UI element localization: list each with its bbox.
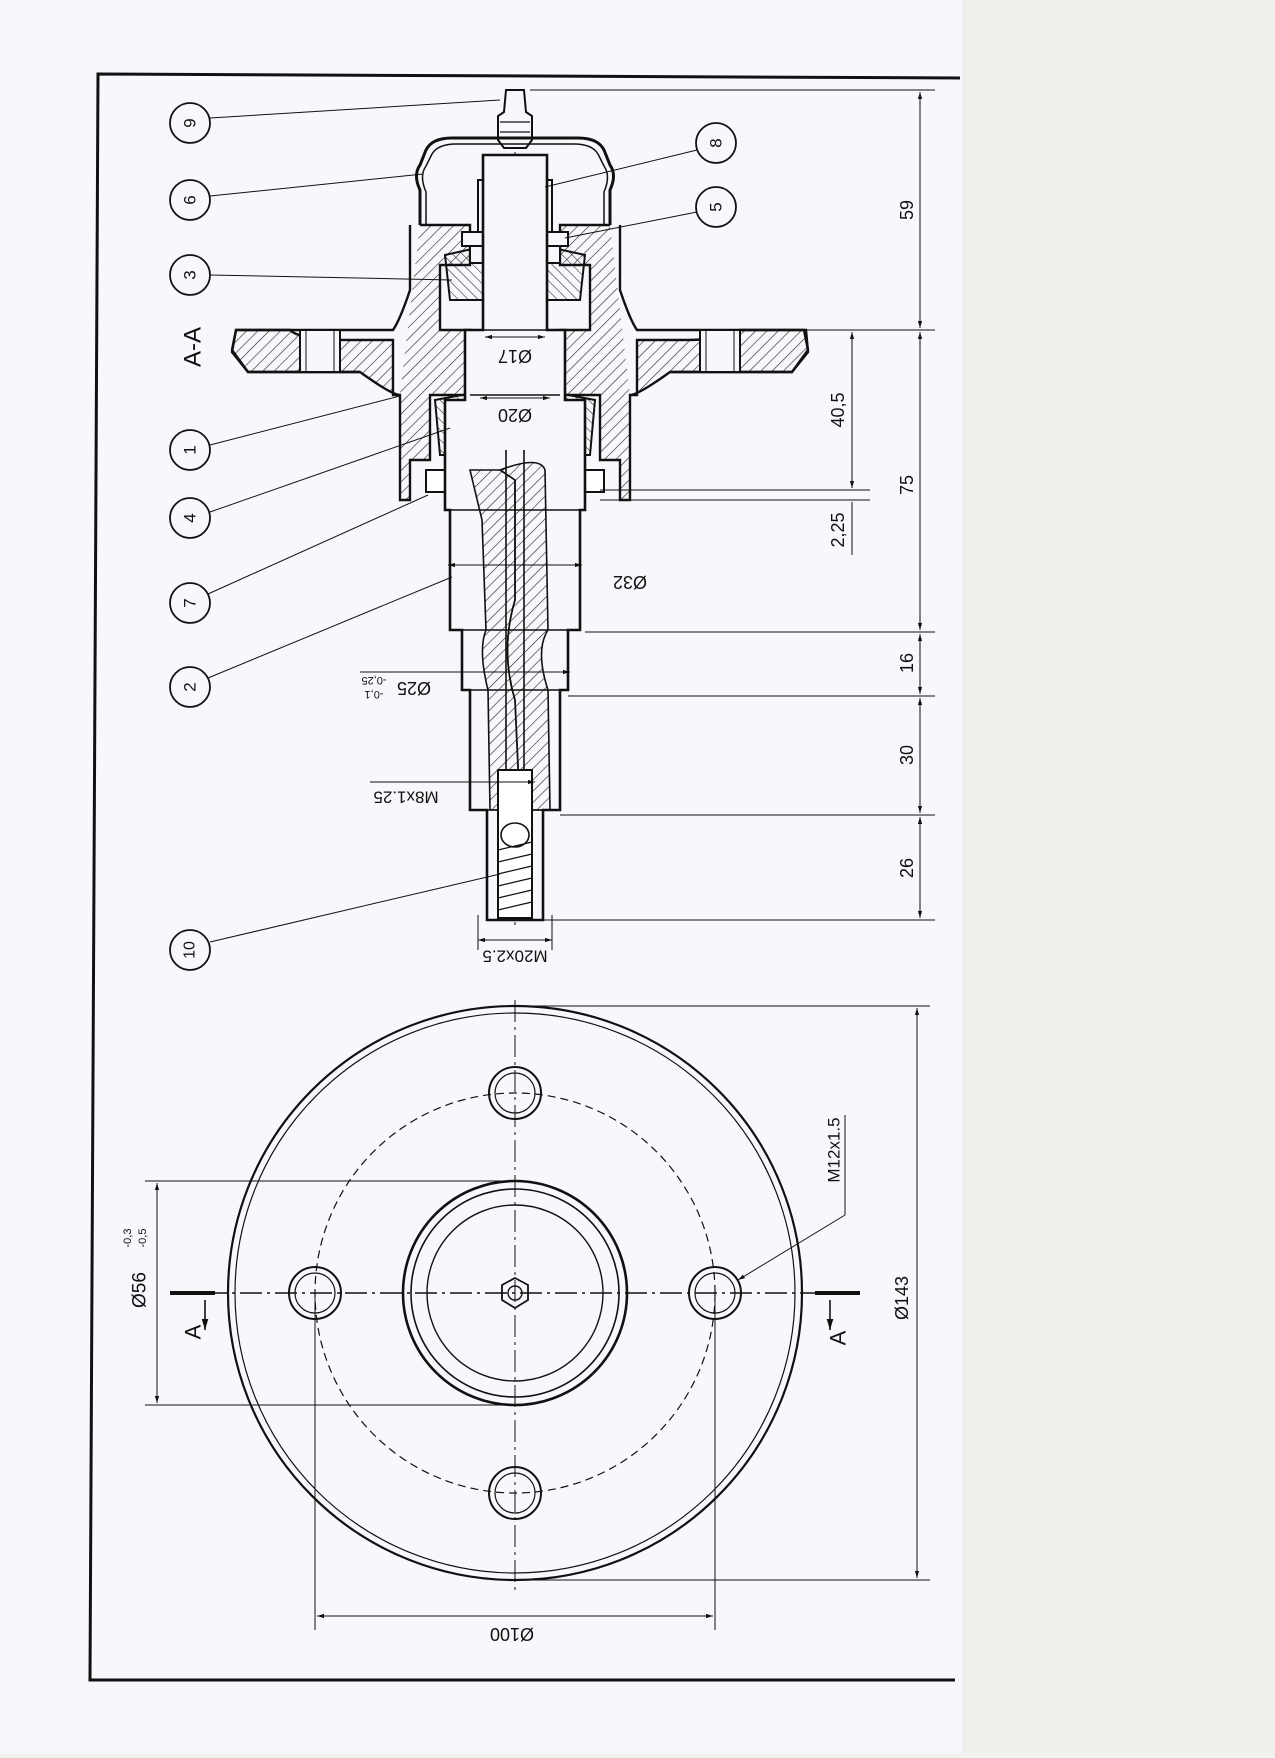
svg-text:7: 7 <box>181 598 200 607</box>
section-label: A-A <box>180 327 207 367</box>
dim-d100: Ø100 <box>490 1624 534 1644</box>
section-dimension-labels: 59 75 40,5 2,25 16 30 26 Ø17 Ø20 Ø32 Ø25… <box>361 200 917 966</box>
dim-d25-tol-upper: -0,1 <box>365 688 384 700</box>
background-surface <box>962 0 1275 1753</box>
front-view-dimensions <box>145 1005 930 1630</box>
svg-text:2: 2 <box>181 682 200 691</box>
svg-text:9: 9 <box>181 118 200 127</box>
dim-2-25: 2,25 <box>828 512 848 547</box>
dim-d56-tol-lower: -0,5 <box>137 1229 149 1248</box>
dim-26: 26 <box>897 858 917 878</box>
svg-text:8: 8 <box>707 138 726 147</box>
svg-text:3: 3 <box>181 270 200 279</box>
dim-m12-thread: M12x1.5 <box>825 1117 844 1182</box>
section-dimensions <box>360 89 935 950</box>
dim-d17: Ø17 <box>498 346 532 366</box>
hub-cap <box>415 136 615 225</box>
svg-text:4: 4 <box>181 513 200 522</box>
dim-m8-thread: M8x1.25 <box>373 788 438 807</box>
dim-d143: Ø143 <box>892 1276 912 1320</box>
section-mark-left: A <box>181 1324 206 1339</box>
grease-nipple <box>497 89 533 149</box>
dim-16: 16 <box>897 653 917 673</box>
svg-text:1: 1 <box>181 445 200 454</box>
svg-text:10: 10 <box>182 941 199 959</box>
dim-d25: Ø25 <box>397 678 431 698</box>
dim-m20-thread: M20x2.5 <box>482 947 547 966</box>
svg-text:6: 6 <box>181 195 200 204</box>
balloon-5: 5 <box>564 186 737 239</box>
dim-40-5: 40,5 <box>828 392 848 427</box>
drawing-frame <box>88 72 961 1682</box>
balloon-8: 8 <box>544 122 737 188</box>
section-mark-right: A <box>826 1330 851 1345</box>
balloon-callouts: 9 6 3 1 4 7 2 <box>169 99 737 971</box>
balloon-1: 1 <box>169 395 401 471</box>
balloon-6: 6 <box>169 173 424 221</box>
balloon-7: 7 <box>169 494 429 624</box>
balloon-3: 3 <box>169 254 453 296</box>
dim-d25-tol-lower: -0,25 <box>361 674 386 686</box>
threaded-stud <box>497 769 533 919</box>
dim-59: 59 <box>897 200 917 220</box>
balloon-4: 4 <box>169 427 451 539</box>
dim-d56: Ø56 <box>130 1272 151 1308</box>
dim-30: 30 <box>897 745 917 765</box>
dim-d20: Ø20 <box>498 405 532 425</box>
svg-text:5: 5 <box>707 202 726 211</box>
flange-hole-right <box>699 329 741 373</box>
balloon-10: 10 <box>169 873 501 971</box>
balloon-9: 9 <box>169 99 501 144</box>
front-view-labels: Ø56 -0,3 -0,5 A A M12x1.5 Ø143 Ø100 <box>122 1117 912 1644</box>
dim-75: 75 <box>897 475 917 495</box>
flange-hole-left <box>299 329 341 373</box>
dim-d32: Ø32 <box>613 572 647 592</box>
balloon-2: 2 <box>169 576 453 708</box>
dim-d56-tol-upper: -0,3 <box>122 1229 134 1248</box>
